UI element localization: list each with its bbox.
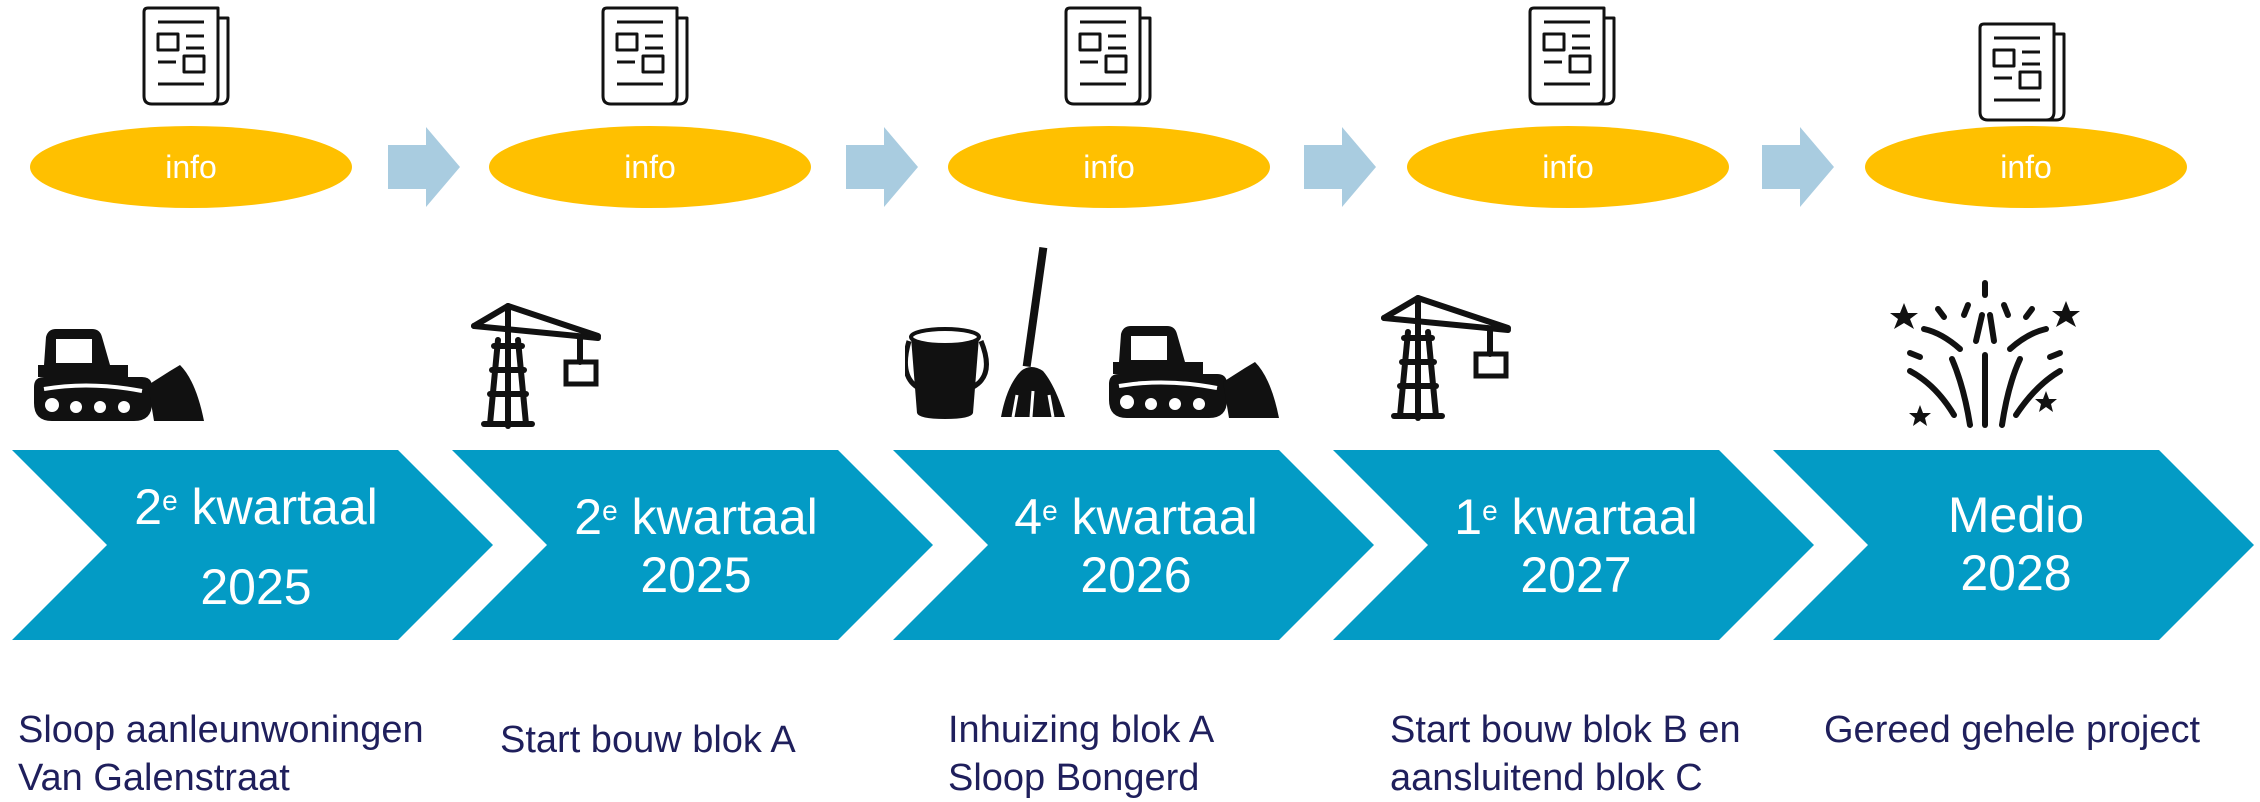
chevron-3 xyxy=(893,450,1374,640)
milestone-description-1: Sloop aanleunwoningen Van Galenstraat xyxy=(18,706,424,802)
chevron-5 xyxy=(1773,450,2254,640)
description-line: Start bouw blok B en xyxy=(1390,709,1741,751)
description-line: Sloop aanleunwoningen xyxy=(18,709,424,751)
quarter-ordinal: e xyxy=(602,495,618,526)
description-line: Gereed gehele project xyxy=(1824,709,2201,751)
chevron-label-1: 2e kwartaal 2025 xyxy=(36,478,476,616)
chevron-1 xyxy=(12,450,493,640)
quarter-number: 4 xyxy=(1014,489,1043,545)
description-line: Van Galenstraat xyxy=(18,757,290,799)
newspaper-icon xyxy=(601,6,689,106)
year-label: 2025 xyxy=(640,547,752,603)
bulldozer-icon xyxy=(32,327,206,423)
description-line: aansluitend blok C xyxy=(1390,757,1703,799)
step-arrow-icon xyxy=(388,127,460,207)
newspaper-icon xyxy=(1528,6,1616,106)
quarter-number: 1 xyxy=(1454,489,1483,545)
description-line: Sloop Bongerd xyxy=(948,757,1200,799)
info-button-5[interactable]: info xyxy=(1865,126,2187,208)
newspaper-icon xyxy=(1978,22,2066,122)
year-label: 2026 xyxy=(1080,547,1192,603)
bucket-broom-icon xyxy=(905,245,1070,420)
step-arrow-icon xyxy=(1762,127,1834,207)
milestone-description-4: Start bouw blok B en aansluitend blok C xyxy=(1390,706,1741,802)
chevron-4 xyxy=(1333,450,1814,640)
description-line: Inhuizing blok A xyxy=(948,709,1215,751)
step-arrow-icon xyxy=(846,127,918,207)
quarter-ordinal: e xyxy=(1042,495,1058,526)
info-button-2[interactable]: info xyxy=(489,126,811,208)
chevron-2 xyxy=(452,450,933,640)
year-label: 2027 xyxy=(1520,547,1632,603)
quarter-word: kwartaal xyxy=(191,479,378,535)
chevron-line1: 1e kwartaal xyxy=(1356,488,1796,546)
milestone-description-3: Inhuizing blok A Sloop Bongerd xyxy=(948,706,1214,802)
milestone-description-2: Start bouw blok A xyxy=(500,716,796,764)
year-label: 2028 xyxy=(1960,545,2072,601)
quarter-ordinal: e xyxy=(1482,495,1498,526)
info-button-4[interactable]: info xyxy=(1407,126,1729,208)
newspaper-icon xyxy=(142,6,230,106)
quarter-number: 2 xyxy=(134,479,163,535)
chevron-label-3: 4e kwartaal 2026 xyxy=(916,488,1356,604)
info-button-1[interactable]: info xyxy=(30,126,352,208)
info-button-3[interactable]: info xyxy=(948,126,1270,208)
newspaper-icon xyxy=(1064,6,1152,106)
crane-icon xyxy=(1380,292,1515,427)
quarter-word: kwartaal xyxy=(1071,489,1258,545)
step-arrow-icon xyxy=(1304,127,1376,207)
quarter-word: Medio xyxy=(1947,487,2085,543)
chevron-line1: 4e kwartaal xyxy=(916,488,1356,546)
chevron-line1: 2e kwartaal xyxy=(476,488,916,546)
year-label: 2025 xyxy=(200,559,312,615)
chevron-line1: Medio xyxy=(1796,486,2236,544)
bulldozer-icon xyxy=(1107,324,1281,420)
crane-icon xyxy=(470,300,605,435)
chevron-label-4: 1e kwartaal 2027 xyxy=(1356,488,1796,604)
chevron-label-5: Medio 2028 xyxy=(1796,486,2236,602)
fireworks-icon xyxy=(1890,275,2080,435)
quarter-ordinal: e xyxy=(162,485,178,516)
description-line: Start bouw blok A xyxy=(500,719,796,761)
milestone-description-5: Gereed gehele project xyxy=(1824,706,2200,754)
quarter-number: 2 xyxy=(574,489,603,545)
chevron-line1: 2e kwartaal xyxy=(36,478,476,536)
quarter-word: kwartaal xyxy=(1511,489,1698,545)
chevron-label-2: 2e kwartaal 2025 xyxy=(476,488,916,604)
chevron-band xyxy=(12,450,2254,640)
quarter-word: kwartaal xyxy=(631,489,818,545)
